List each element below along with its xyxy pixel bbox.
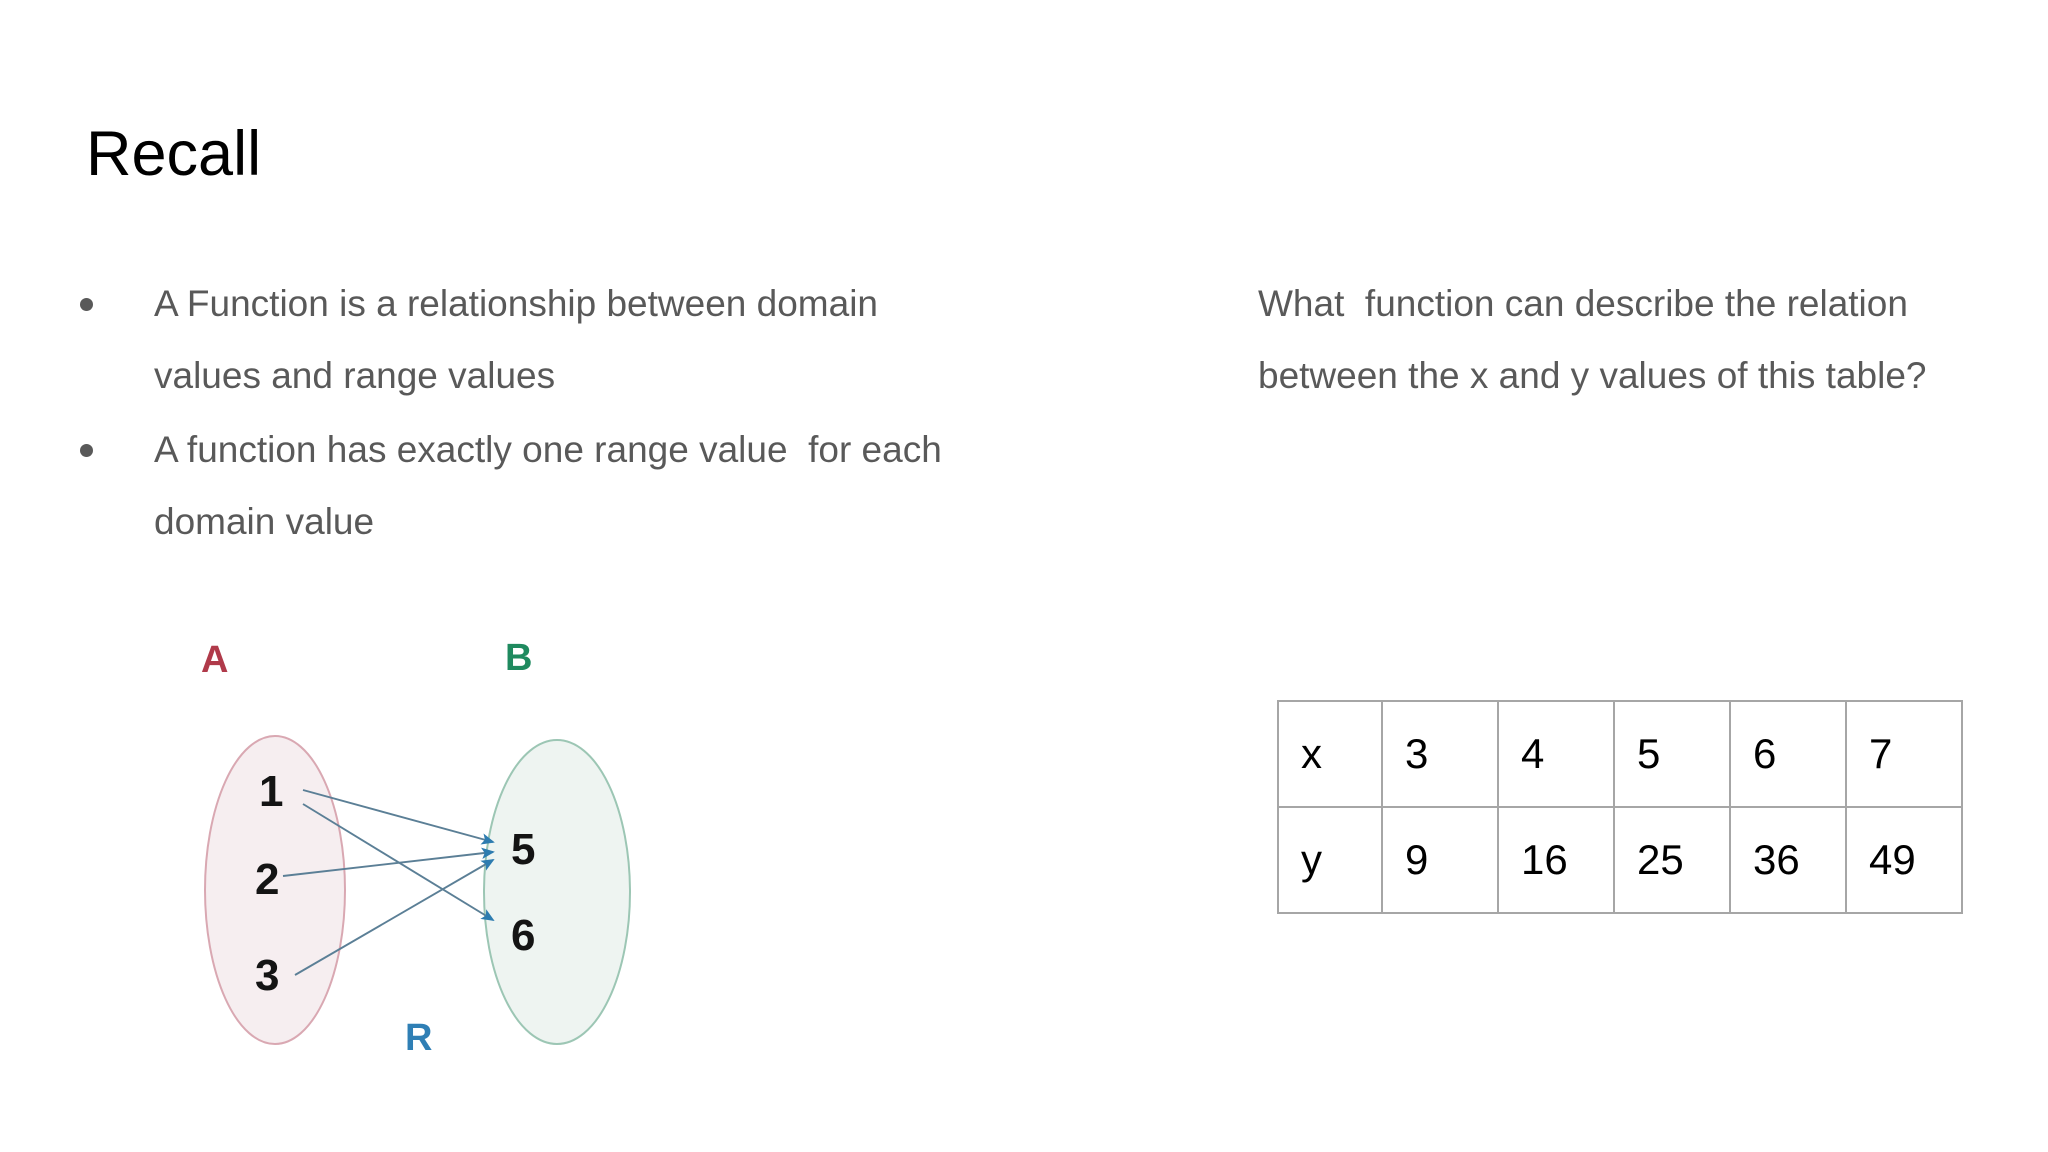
cell-x-2: 5 xyxy=(1613,700,1731,808)
bullet-list: A Function is a relationship between dom… xyxy=(60,268,980,560)
table-row: y 9 16 25 36 49 xyxy=(1277,806,1963,914)
bullet-dot-icon xyxy=(80,444,93,457)
set-b-element-5: 5 xyxy=(511,825,535,874)
row-header-x: x xyxy=(1277,700,1383,808)
set-a-element-1: 1 xyxy=(259,767,283,816)
cell-x-0: 3 xyxy=(1381,700,1499,808)
arrow-1-to-5 xyxy=(302,789,495,845)
set-a-label: A xyxy=(201,639,228,681)
cell-y-3: 36 xyxy=(1729,806,1847,914)
list-item: A function has exactly one range value f… xyxy=(60,414,980,558)
set-b-element-6: 6 xyxy=(511,911,535,960)
cell-y-4: 49 xyxy=(1845,806,1963,914)
bullet-text: A Function is a relationship between dom… xyxy=(154,283,889,396)
relation-arrows xyxy=(282,789,495,976)
question-text: What function can describe the relation … xyxy=(1258,283,1927,396)
bullet-dot-icon xyxy=(80,298,93,311)
arrow-3-to-5 xyxy=(294,859,495,976)
list-item: A Function is a relationship between dom… xyxy=(60,268,980,412)
set-a-element-3: 3 xyxy=(255,951,279,1000)
arrow-2-to-5 xyxy=(282,847,495,877)
mapping-diagram: A B R 1 2 3 5 6 xyxy=(155,630,695,1080)
cell-y-1: 16 xyxy=(1497,806,1615,914)
bullet-text: A function has exactly one range value f… xyxy=(154,429,953,542)
table-row: x 3 4 5 6 7 xyxy=(1277,700,1963,808)
cell-x-1: 4 xyxy=(1497,700,1615,808)
cell-y-2: 25 xyxy=(1613,806,1731,914)
page-title: Recall xyxy=(86,119,262,189)
cell-x-4: 7 xyxy=(1845,700,1963,808)
relation-label: R xyxy=(405,1017,432,1059)
set-b-ellipse xyxy=(483,739,631,1045)
set-b-label: B xyxy=(505,637,532,679)
values-table: x 3 4 5 6 7 y 9 16 25 36 49 xyxy=(1277,700,1963,914)
cell-x-3: 6 xyxy=(1729,700,1847,808)
set-a-element-2: 2 xyxy=(255,855,279,904)
row-header-y: y xyxy=(1277,806,1383,914)
cell-y-0: 9 xyxy=(1381,806,1499,914)
